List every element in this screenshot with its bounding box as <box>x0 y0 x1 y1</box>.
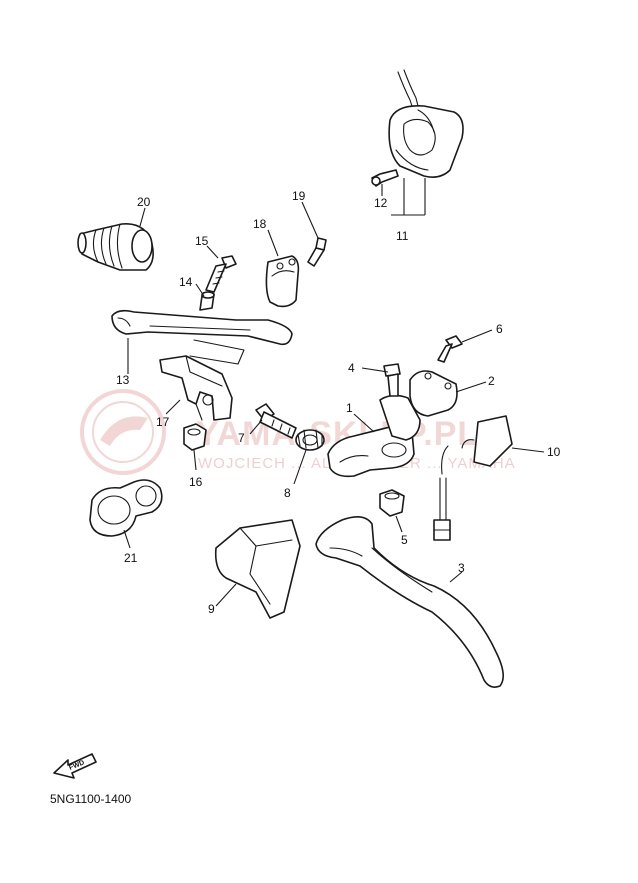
callout-20: 20 <box>137 195 151 209</box>
diagram-code: 5NG1100-1400 <box>50 792 131 806</box>
callout-10: 10 <box>547 445 561 459</box>
part-7-bolt <box>255 403 297 439</box>
callout-4: 4 <box>348 361 355 375</box>
callout-13: 13 <box>116 373 130 387</box>
part-9-guard <box>214 519 301 619</box>
callout-2: 2 <box>488 374 495 388</box>
watermark-logo-icon <box>80 389 166 475</box>
callout-11: 11 <box>396 229 409 243</box>
callout-17: 17 <box>156 415 170 429</box>
fwd-arrow-icon: FWD <box>53 753 97 779</box>
part-15-bolt <box>205 255 237 293</box>
part-11-switch-housing <box>371 69 464 187</box>
callout-15: 15 <box>195 234 209 248</box>
callout-5: 5 <box>401 533 408 547</box>
callout-3: 3 <box>458 561 465 575</box>
callout-1: 1 <box>346 401 353 415</box>
callout-21: 21 <box>124 551 138 565</box>
part-21-clamp <box>89 479 163 537</box>
callout-14: 14 <box>179 275 193 289</box>
part-4-bolt <box>383 363 401 397</box>
callout-7: 7 <box>238 431 245 445</box>
part-20-boot <box>77 223 154 271</box>
callout-9: 9 <box>208 602 215 616</box>
callout-6: 6 <box>496 322 503 336</box>
part-19-bolt <box>307 237 327 267</box>
callout-19: 19 <box>292 189 306 203</box>
part-1-lever-holder <box>327 394 421 478</box>
leader-lines <box>123 178 545 607</box>
callout-12: 12 <box>374 196 388 210</box>
callout-8: 8 <box>284 486 291 500</box>
part-13-lever <box>111 309 293 346</box>
callout-18: 18 <box>253 217 267 231</box>
part-10-switch <box>433 415 513 541</box>
part-3-lever <box>315 516 504 688</box>
callouts: 1 2 3 4 5 6 7 8 9 10 11 12 13 14 15 16 1… <box>116 189 561 616</box>
callout-16: 16 <box>189 475 203 489</box>
part-5-nut <box>379 489 405 517</box>
part-18-holder <box>265 255 300 308</box>
part-16-nut <box>183 423 207 451</box>
part-8-adjuster <box>295 429 325 451</box>
part-2-holder <box>409 370 458 417</box>
part-6-bolt <box>437 335 463 363</box>
part-17-bracket <box>159 339 245 421</box>
part-14-collar <box>199 291 215 311</box>
